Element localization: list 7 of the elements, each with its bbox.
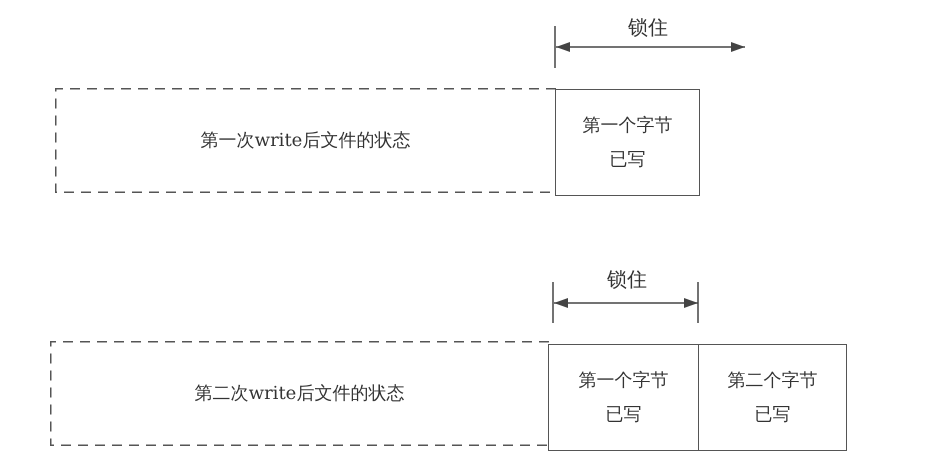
dashed-box: 第一次write后文件的状态 (55, 88, 556, 193)
byte-box: 第一个字节已写 (548, 344, 699, 451)
dimension-label: 锁住 (628, 15, 668, 39)
dimension-label: 锁住 (607, 267, 647, 291)
dashed-box: 第二次write后文件的状态 (50, 341, 549, 446)
byte-box: 第二个字节已写 (698, 344, 847, 451)
byte-box: 第一个字节已写 (555, 89, 700, 196)
